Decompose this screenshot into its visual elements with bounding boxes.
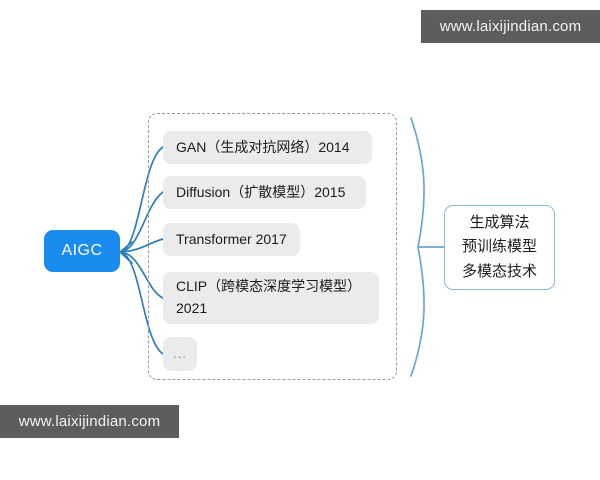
item-box-transformer[interactable]: Transformer 2017 xyxy=(163,223,300,256)
item-box-clip[interactable]: CLIP（跨模态深度学习模型） 2021 xyxy=(163,272,379,324)
item-label-line1: CLIP（跨模态深度学习模型） xyxy=(176,278,362,295)
item-label: GAN（生成对抗网络）2014 xyxy=(176,138,350,155)
watermark-top-right: www.laixijindian.com xyxy=(421,10,600,43)
summary-line-1: 生成算法 xyxy=(469,214,530,232)
item-box-diffusion[interactable]: Diffusion（扩散模型）2015 xyxy=(163,176,366,209)
item-label: Diffusion（扩散模型）2015 xyxy=(176,183,346,200)
watermark-text: www.laixijindian.com xyxy=(18,413,161,430)
connector-arrow-upper xyxy=(119,241,133,253)
root-node-label: AIGC xyxy=(61,242,103,259)
watermark-text: www.laixijindian.com xyxy=(439,18,582,35)
connector-arrow-lower xyxy=(119,251,133,264)
summary-box[interactable]: 生成算法 预训练模型 多模态技术 xyxy=(444,205,555,290)
summary-line-3: 多模态技术 xyxy=(461,262,537,280)
item-label: ... xyxy=(173,345,187,361)
item-box-more[interactable]: ... xyxy=(163,337,197,371)
root-node-aigc[interactable]: AIGC xyxy=(44,230,120,272)
item-label-line2: 2021 xyxy=(176,300,208,316)
item-label: Transformer 2017 xyxy=(176,230,287,247)
watermark-bottom-left: www.laixijindian.com xyxy=(0,405,179,438)
group-container xyxy=(148,113,397,380)
group-brace xyxy=(410,117,425,377)
item-label-wrap: CLIP（跨模态深度学习模型） 2021 xyxy=(176,276,361,319)
summary-line-2: 预训练模型 xyxy=(461,238,537,256)
item-box-gan[interactable]: GAN（生成对抗网络）2014 xyxy=(163,131,372,164)
